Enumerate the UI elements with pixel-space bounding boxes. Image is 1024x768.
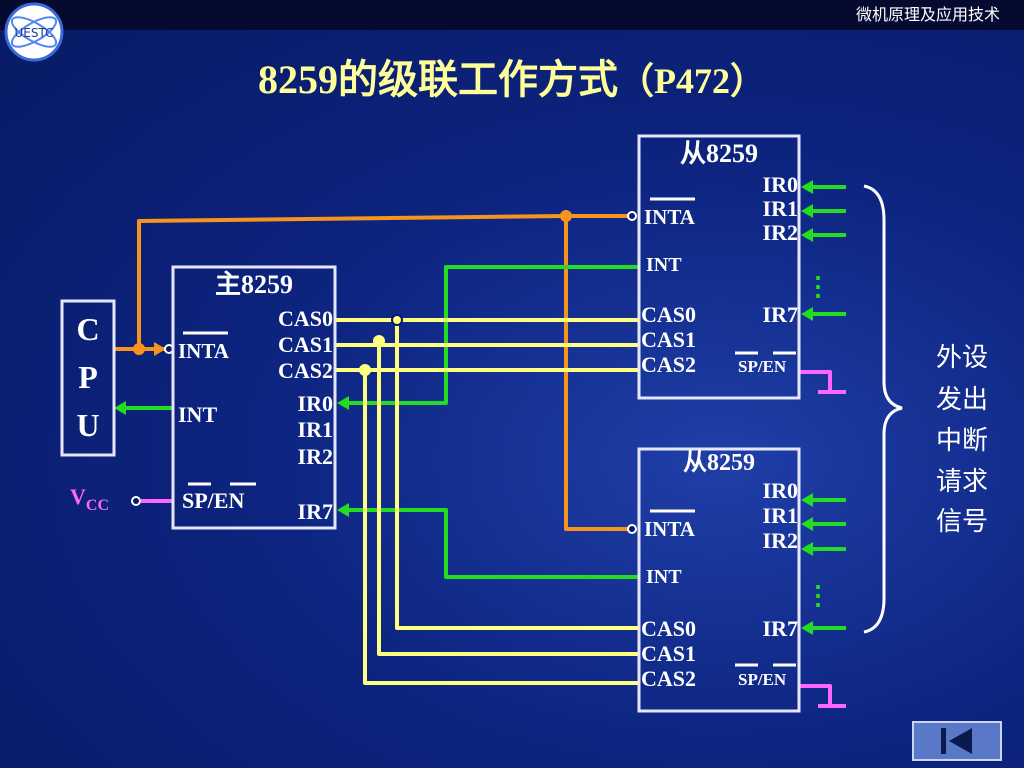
master-cas0: CAS0 xyxy=(278,306,333,331)
slave1-ellipsis: ⋮ xyxy=(805,272,831,301)
peripheral-label: 外设 发出 中断 请求 信号 xyxy=(936,343,988,537)
wires xyxy=(115,214,846,708)
arrow-cpu-int xyxy=(114,401,126,415)
arrow-inta-master xyxy=(154,342,166,356)
header-strip xyxy=(0,0,1024,30)
cpu-letter-u: U xyxy=(76,407,99,443)
peripheral-label-line5: 信号 xyxy=(936,507,988,537)
cpu-letter-p: P xyxy=(78,359,98,395)
slave1-pin-int: INT xyxy=(646,254,682,276)
cpu-box xyxy=(60,299,116,457)
master-pin-inta: INTA xyxy=(178,339,230,363)
slave2-ir1: IR1 xyxy=(763,503,798,528)
wire-cas0-slave2 xyxy=(395,320,638,630)
master-ir2: IR2 xyxy=(298,444,333,469)
slave1-ir2: IR2 xyxy=(763,220,798,245)
wire-slave1-spen-gnd xyxy=(800,370,832,390)
slave1-cas2: CAS2 xyxy=(641,352,696,377)
vcc-label: VCC xyxy=(70,484,109,514)
master-cas1: CAS1 xyxy=(278,332,333,357)
title-ref: （P472） xyxy=(618,61,766,101)
cpu-letter-c: C xyxy=(76,311,99,347)
slave2-spen: SP/EN xyxy=(738,670,787,689)
peripheral-request-arrows xyxy=(801,180,846,635)
slave2-ir2: IR2 xyxy=(763,528,798,553)
master-ir1: IR1 xyxy=(298,417,333,442)
slave2-pin-int: INT xyxy=(646,566,682,588)
slave1-8259-box xyxy=(637,134,801,400)
arrow-master-ir0 xyxy=(337,396,349,410)
slave2-cas0: CAS0 xyxy=(641,616,696,641)
master-pin-spen: SP/EN xyxy=(182,488,244,513)
wire-inta-to-slave2 xyxy=(564,216,632,531)
slave2-8259-box xyxy=(637,447,801,713)
slave2-ir0: IR0 xyxy=(763,478,798,503)
junctions xyxy=(131,210,637,534)
slave1-cas1: CAS1 xyxy=(641,327,696,352)
peripheral-label-line4: 请求 xyxy=(936,467,988,497)
wire-cas1-slave2 xyxy=(377,341,638,656)
slide-title: 8259的级联工作方式（P472） xyxy=(258,57,766,102)
peripheral-label-line2: 发出 xyxy=(936,385,988,415)
wire-slave2-int xyxy=(345,508,638,579)
peripheral-label-line1: 外设 xyxy=(936,343,988,373)
title-main: 8259的级联工作方式 xyxy=(258,57,618,102)
wire-slave2-spen-gnd xyxy=(800,684,832,704)
master-8259-box xyxy=(171,265,337,530)
slave2-cas2: CAS2 xyxy=(641,666,696,691)
peripheral-label-line3: 中断 xyxy=(936,426,988,456)
slave1-ir0: IR0 xyxy=(763,172,798,197)
master-cas2: CAS2 xyxy=(278,358,333,383)
slave1-ir1: IR1 xyxy=(763,196,798,221)
slave1-cas0: CAS0 xyxy=(641,302,696,327)
slave1-pin-inta: INTA xyxy=(644,205,696,229)
wire-slave1-int xyxy=(345,265,638,405)
arrow-master-ir7 xyxy=(337,503,349,517)
uestc-logo: UESTC xyxy=(4,2,64,62)
arrowheads xyxy=(114,342,349,517)
slave2-pin-inta: INTA xyxy=(644,517,696,541)
slave2-name: 从8259 xyxy=(683,450,755,476)
slave1-name: 从8259 xyxy=(680,139,758,168)
logo-text: UESTC xyxy=(15,26,54,40)
wire-inta-to-slave1 xyxy=(137,214,632,349)
slave2-cas1: CAS1 xyxy=(641,641,696,666)
master-ir0: IR0 xyxy=(298,391,333,416)
wire-cas2-slave2 xyxy=(363,370,638,685)
master-pin-int: INT xyxy=(178,402,217,427)
course-name: 微机原理及应用技术 xyxy=(856,5,1000,24)
master-ir7: IR7 xyxy=(298,499,333,524)
first-slide-icon xyxy=(941,728,972,754)
slave1-ir7: IR7 xyxy=(763,302,798,327)
first-slide-button[interactable] xyxy=(912,721,1002,761)
slave1-spen: SP/EN xyxy=(738,357,787,376)
slave2-ir7: IR7 xyxy=(763,616,798,641)
peripheral-brace xyxy=(863,184,903,634)
master-name: 主8259 xyxy=(215,270,293,299)
slave2-ellipsis: ⋮ xyxy=(805,581,831,610)
